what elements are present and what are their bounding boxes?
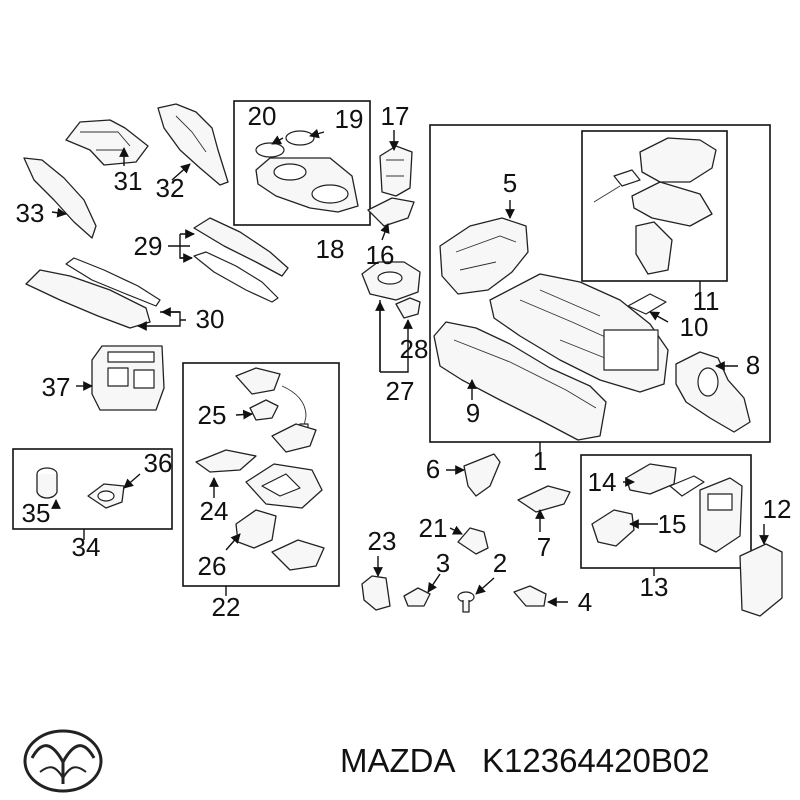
callout-26: 26 [198, 551, 227, 581]
callout-32: 32 [156, 173, 185, 203]
group-box-22 [182, 362, 340, 587]
callout-16: 16 [366, 240, 395, 270]
callout-10: 10 [680, 312, 709, 342]
callout-19: 19 [335, 104, 364, 134]
callout-5: 5 [503, 168, 517, 198]
part-24-trim [195, 449, 257, 473]
callout-3: 3 [436, 548, 450, 578]
part-33-side-trim [23, 157, 97, 239]
part-31-tray [65, 119, 149, 166]
part-26-boot [235, 509, 325, 571]
callout-23: 23 [368, 526, 397, 556]
mazda-logo-icon [23, 729, 103, 793]
part-27-shifter [361, 261, 421, 301]
group-box-13 [580, 454, 752, 569]
part-4-bracket [513, 585, 547, 607]
part-30-long-trim [25, 257, 161, 329]
part-5-bracket [439, 217, 529, 295]
callout-12: 12 [763, 494, 792, 524]
part-7-bracket [517, 485, 571, 513]
part-28-switch [395, 297, 421, 319]
leader-lines [51, 128, 769, 607]
footer-brand: MAZDA [340, 742, 456, 779]
group-box-18 [233, 100, 371, 226]
part-32-side-panel [157, 103, 229, 186]
part-14-vent [625, 463, 705, 497]
callout-20: 20 [248, 101, 277, 131]
callout-25: 25 [198, 400, 227, 430]
callout-30: 30 [196, 304, 225, 334]
callout-18: 18 [316, 234, 345, 264]
callout-17: 17 [381, 101, 410, 131]
part-3-clip [403, 587, 431, 607]
group-box-1 [429, 124, 771, 443]
part-12-end-cap [739, 543, 783, 617]
callout-13: 13 [640, 572, 669, 602]
callout-35: 35 [22, 498, 51, 528]
callout-8: 8 [746, 350, 760, 380]
part-37-switch-panel [91, 345, 165, 411]
callout-4: 4 [578, 587, 592, 617]
part-21-clip [457, 527, 489, 555]
callout-11: 11 [693, 286, 720, 316]
callout-6: 6 [426, 454, 440, 484]
part-10-pad [627, 293, 667, 315]
part-6-bracket [463, 453, 501, 497]
part-35-socket [36, 467, 58, 499]
callout-7: 7 [537, 532, 551, 562]
part-1-console-frame [489, 273, 669, 393]
group-box-34 [12, 448, 173, 530]
part-18-cup-holder [255, 130, 359, 213]
callout-34: 34 [72, 532, 101, 562]
callout-14: 14 [588, 467, 617, 497]
part-8-rear-bracket [675, 351, 751, 433]
part-36-cap [87, 483, 125, 509]
callout-37: 37 [42, 372, 71, 402]
callout-1: 1 [533, 446, 547, 476]
callout-31: 31 [114, 166, 143, 196]
callout-21: 21 [419, 513, 448, 543]
part-22-trim-panel [245, 423, 323, 509]
callout-22: 22 [212, 592, 241, 622]
part-2-screw [457, 591, 475, 613]
callout-36: 36 [144, 448, 173, 478]
part-13-rear-panel [699, 477, 743, 553]
part-25-switch [235, 367, 309, 433]
part-16-tray [367, 197, 415, 227]
callout-15: 15 [658, 509, 687, 539]
footer-part-number: K12364420B02 [482, 742, 710, 779]
callout-33: 33 [16, 198, 45, 228]
callout-29: 29 [134, 231, 163, 261]
callout-2: 2 [493, 548, 507, 578]
callout-28: 28 [400, 334, 429, 364]
part-17-bracket [379, 145, 413, 197]
callout-27: 27 [386, 376, 415, 406]
group-box-11 [581, 130, 728, 282]
callout-9: 9 [466, 398, 480, 428]
callout-24: 24 [200, 496, 229, 526]
part-15-vent [591, 509, 635, 547]
part-11-armrest [593, 137, 717, 275]
part-23-bracket [361, 575, 391, 611]
part-29-trim-strips [193, 217, 289, 303]
